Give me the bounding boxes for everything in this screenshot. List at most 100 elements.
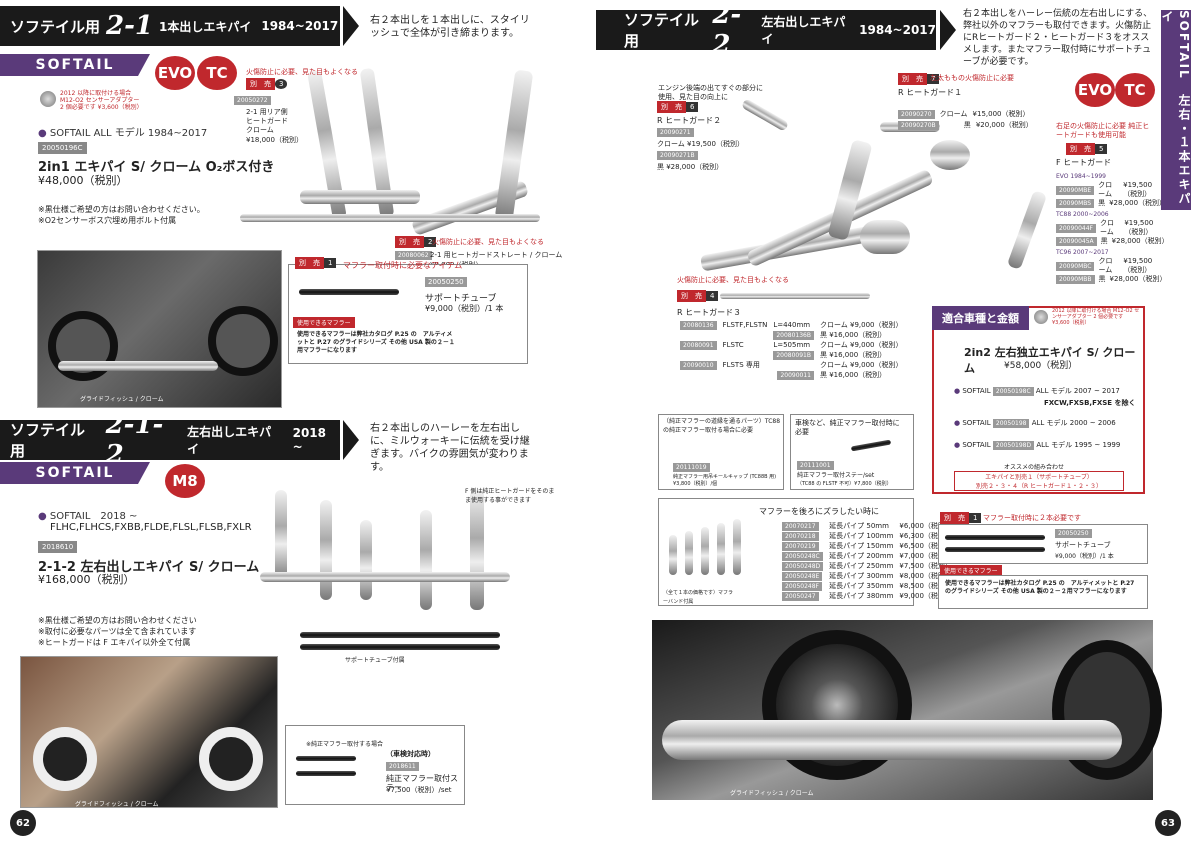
stay-right-price: （TC88 の FLSTF 不可）¥7,800（税別） — [797, 481, 892, 487]
guard1-row-1: 20090270 クローム ¥15,000（税別） — [898, 101, 1029, 120]
opt2-tag: 別 売 2 — [395, 236, 437, 248]
s2-support-tube-2 — [300, 644, 500, 650]
stay-image — [296, 756, 356, 761]
guard3-r2-model: FLSTC — [722, 341, 744, 349]
stay-right-name: 純正マフラー取付ステー/set — [797, 472, 875, 479]
fguard-g2r1-code: 20090044F — [1056, 223, 1096, 233]
right-arrow-icon — [940, 10, 956, 50]
fguard-g2r1-label: クローム — [1100, 219, 1114, 236]
section2-bullet-text: SOFTAIL 2018 ~ — [49, 511, 138, 522]
r-pipe-4 — [860, 220, 910, 254]
right-years: 1984~2017 — [859, 23, 937, 37]
fguard-group-3-label: TC96 2007~2017 — [1056, 249, 1109, 256]
r-support-tube-1 — [945, 535, 1045, 540]
right-title-pre: ソフテイル用 — [624, 11, 700, 50]
guard3-r1-chrome: クローム ¥9,000（税別） — [819, 321, 903, 329]
fguard-g1r1-price: ¥19,500（税別） — [1123, 181, 1153, 198]
r-exhaust-shape — [662, 720, 1122, 760]
page-number-left: 62 — [10, 810, 36, 836]
ext-r7-name: 延長パイプ 350mm — [829, 582, 894, 590]
guard3-r3-code-b: 20090011 — [777, 370, 814, 380]
fguard-tag-num: 5 — [1095, 144, 1108, 154]
ext-pipe-3 — [701, 527, 709, 575]
ext-caption: （全て１本の価格です）マフラーバンド付属 — [663, 590, 734, 605]
section2-product: 2-1-2 左右出しエキパイ S/ クローム — [38, 560, 260, 575]
guard3-r2-code: 20080091 — [680, 340, 717, 350]
s2-support-tube-1 — [300, 632, 500, 638]
ext-r3-code: 20070219 — [782, 541, 819, 551]
guard3-r2-len: L=505mm — [773, 341, 811, 349]
fguard-g2r2-price: ¥28,000（税別） — [1111, 237, 1169, 245]
opt1-subtext: 使用できるマフラーは弊社カタログ P.25 の アルティメットと P.27 のグ… — [297, 331, 455, 354]
right-photo-caption: グライドフィッシュ / クローム — [730, 790, 814, 797]
r-heatguard-image — [930, 140, 970, 170]
fguard-g3r1-label: クローム — [1098, 257, 1113, 274]
r-opt1-tag-num: 1 — [969, 513, 982, 523]
ext-r8-code: 20050247 — [782, 591, 819, 601]
guard3-r3-black: 黒 ¥16,000（税別） — [819, 371, 887, 379]
stay-box-right: 車検など、純正マフラー取付時に必要 20111001 純正マフラー取付ステー/s… — [790, 414, 914, 490]
guard3-tag-num: 4 — [706, 291, 719, 301]
right-sidebar: SOFTAIL 左右・１本エキパイ — [1160, 10, 1191, 210]
fit-row-2-text: ALL モデル 2000 ~ 2006 — [1031, 419, 1116, 427]
fguard-g1r1-code: 20090MBE — [1056, 185, 1095, 195]
fguard-group-2-label: TC88 2000~2006 — [1056, 211, 1109, 218]
opt3-warning: 火傷防止に必要、見た目もよくなる — [246, 68, 358, 76]
guard3-row-1b: 20080136B 黒 ¥16,000（税別） — [677, 330, 906, 340]
fguard-g1r2-label: 黒 — [1098, 199, 1106, 207]
r-opt1-subbox: 使用できるマフラーは弊社カタログ P.25 の アルティメットと P.27 のグ… — [938, 575, 1148, 609]
guard3-r1-code-b: 20080136B — [773, 330, 814, 340]
right-title-post: 左右出しエキパイ — [761, 15, 846, 46]
guard1-row-2: 20090270B 黒 ¥20,000（税別） — [898, 112, 1033, 131]
guard1-warning: 左太ももの火傷防止に必要 — [930, 74, 1014, 82]
opt2-name: 2-1 用ヒートガードストレート / クローム — [430, 251, 563, 259]
ext-pipe-5 — [733, 519, 741, 575]
tc88-price: ¥3,800（税別）/個 — [673, 481, 718, 487]
tc-badge: TC — [197, 56, 237, 90]
right-evo-badge: EVO — [1075, 73, 1115, 107]
section2-header: ソフテイル用 2-1-2 左右出しエキパイ 2018 ~ — [0, 410, 340, 470]
opt1-name: サポートチューブ — [425, 294, 497, 304]
ext-r2-code: 20070218 — [782, 531, 819, 541]
right-description: 右２本出しをハーレー伝統の左右出しにする、弊社以外のマフラーも取付できます。火傷… — [963, 9, 1153, 67]
opt3-price: ¥18,000（税別） — [246, 136, 303, 144]
section2-model-tag: SOFTAIL — [0, 462, 150, 484]
ext-r1-name: 延長パイプ 50mm — [829, 522, 889, 530]
ext-r7-code: 20050248F — [782, 581, 822, 591]
ext-r1-code: 20070217 — [782, 521, 819, 531]
fguard-g1r2-price: ¥28,000（税別） — [1109, 199, 1167, 207]
section1-title-post: 1本出しエキパイ — [159, 19, 252, 34]
section2-fnote: F 側は純正ヒートガードをそのまま使用する事ができます — [465, 488, 555, 504]
s2-pipe-3 — [360, 520, 372, 600]
guard2-price-black: 黒 ¥28,000（税別） — [657, 163, 724, 171]
page-number-right: 63 — [1155, 810, 1181, 836]
opt2-warning: 火傷防止に必要、見た目もよくなる — [432, 238, 544, 246]
section1-product: 2in1 エキパイ S/ クローム O₂ボス付き — [38, 160, 275, 175]
opt2-tag-num: 2 — [424, 237, 437, 247]
section2-note-3: ※ヒートガードは F エキパイ以外全て付属 — [38, 638, 191, 647]
guard3-row-2b: 20080091B 黒 ¥16,000（税別） — [677, 350, 906, 360]
fit-combo-title: オススメの組み合わせ — [1004, 464, 1065, 471]
ext-r6-name: 延長パイプ 300mm — [829, 572, 894, 580]
fguard-g3r2-label: 黒 — [1098, 275, 1106, 283]
guard2-tag: 別 売 6 — [657, 101, 699, 113]
sensor-note: 2012 以降に取付ける場合 M12-O2 センサーアダプター 2 個必要です … — [60, 90, 143, 111]
fit-row-2-model: SOFTAIL — [962, 419, 991, 427]
fguard-g2r2-label: 黒 — [1100, 237, 1108, 245]
guard3-tag: 別 売 4 — [677, 290, 719, 302]
section2-motorcycle-photo — [20, 656, 278, 808]
tc88-code: 20111019 — [673, 463, 710, 472]
fit-row-3-text: ALL モデル 1995 ~ 1999 — [1036, 441, 1121, 449]
section2-support-caption: サポートチューブ付属 — [345, 657, 405, 664]
guard3-table: 20080136 FLSTF,FLSTN L=440mm クローム ¥9,000… — [677, 320, 906, 380]
guard2-code-black: 20090271B — [657, 151, 698, 160]
section1-description: 右２本出しを１本出しに、スタイリッシュで全体が引き締まります。 — [370, 15, 530, 39]
fguard-g1r2-code: 20090MBS — [1056, 199, 1095, 208]
guard2-tag-label: 別 売 — [657, 101, 686, 113]
